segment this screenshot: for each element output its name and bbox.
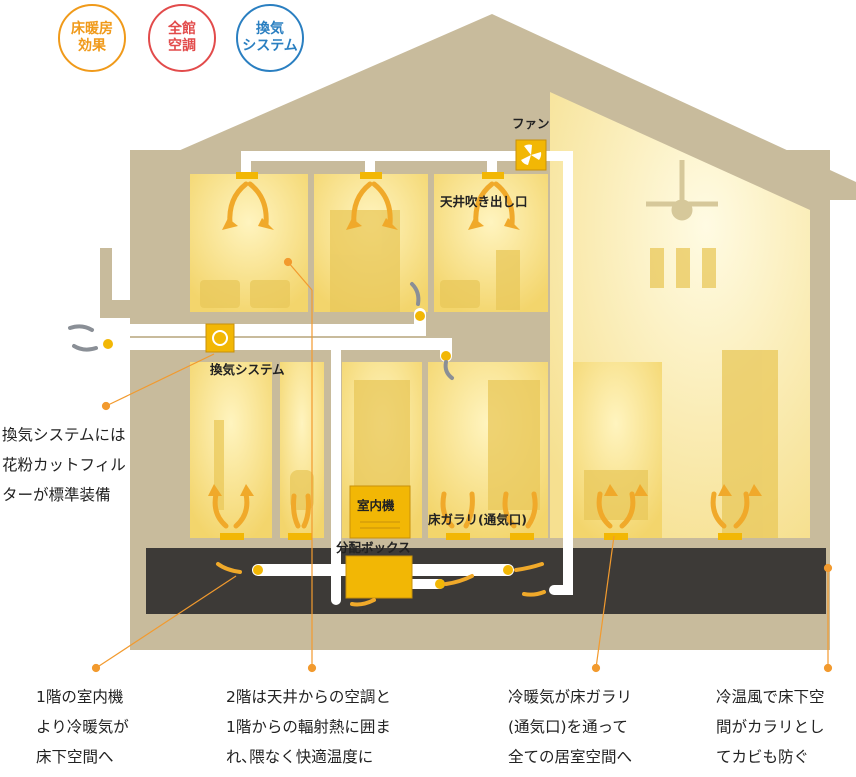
underfloor-arrows [216, 562, 546, 607]
caption-filter-line: ターが標準装備 [2, 486, 111, 504]
balcony-rail [100, 248, 112, 308]
caption-indoor-unit-1f: 1階の室内機 より冷暖気が 床下空間へ [36, 682, 129, 772]
caption-filter: 換気システムには 花粉カットフィル ターが標準装備 [2, 420, 126, 510]
outdoor-air-arrows [68, 282, 454, 380]
ventilation-unit [205, 323, 235, 353]
caption-underfloor: 冷温風で床下空 間がカラリとし てカビも防ぐ [716, 682, 825, 772]
ceiling-fan [646, 160, 718, 221]
caption-floor-vent: 冷暖気が床ガラリ (通気口)を通って 全ての居室空間へ [508, 682, 632, 772]
caption-floor-vent-line: 冷暖気が床ガラリ [508, 688, 633, 706]
caption-underfloor-line: てカビも防ぐ [716, 748, 810, 766]
caption-filter-line: 換気システムには [2, 426, 126, 444]
airflow-arrowheads [208, 218, 762, 496]
badge-ventilation-line2: システム [242, 38, 298, 54]
indoor-unit-grille [360, 521, 400, 529]
caption-underfloor-line: 冷温風で床下空 [716, 688, 825, 706]
label-indoor-unit: 室内機 [357, 498, 395, 513]
badge-floor-heating-line1: 床暖房 [71, 21, 113, 37]
caption-indoor-unit-line: より冷暖気が [36, 718, 129, 736]
caption-indoor-unit-line: 1階の室内機 [36, 688, 124, 706]
foundation-slab [130, 614, 830, 650]
floor-vents [220, 533, 742, 540]
label-ceiling-outlet: 天井吹き出し口 [440, 194, 528, 209]
label-fan: ファン [512, 116, 550, 131]
underfloor-space [146, 548, 826, 614]
caption-second-floor: 2階は天井からの空調と 1階からの輻射熱に囲ま れ､隈なく快適温度に [226, 682, 391, 772]
badge-ventilation-line1: 換気 [256, 21, 284, 37]
caption-filter-line: 花粉カットフィル [2, 456, 126, 474]
label-distribution-box: 分配ボックス [336, 540, 411, 555]
badge-central-ac-line2: 空調 [168, 38, 196, 54]
badge-floor-heating-line2: 効果 [78, 38, 106, 54]
fan-icon [521, 144, 542, 165]
caption-underfloor-line: 間がカラリとし [716, 718, 825, 736]
caption-second-floor-line: 1階からの輻射熱に囲ま [226, 718, 391, 736]
distribution-box [345, 555, 413, 599]
ventilation-unit-icon [212, 330, 228, 346]
caption-floor-vent-line: (通気口)を通って [508, 718, 628, 736]
label-floor-vent: 床ガラリ(通気口) [428, 512, 527, 527]
duct-ends [103, 311, 513, 589]
caption-second-floor-line: れ､隈なく快適温度に [226, 748, 374, 766]
caption-floor-vent-line: 全ての居室空間へ [508, 748, 633, 766]
furniture [200, 210, 778, 538]
badge-central-ac-line1: 全館 [168, 21, 196, 37]
room-1f-toilet [280, 362, 324, 538]
badge-floor-heating: 床暖房 効果 [58, 4, 126, 72]
label-ventilation-system: 換気システム [210, 362, 285, 377]
indoor-unit [349, 485, 411, 539]
room-1f-bath [190, 362, 272, 538]
caption-indoor-unit-line: 床下空間へ [36, 748, 114, 766]
airflow-arrows [212, 181, 750, 529]
caption-second-floor-line: 2階は天井からの空調と [226, 688, 391, 706]
badge-ventilation: 換気 システム [236, 4, 304, 72]
balcony [100, 300, 184, 318]
leader-lines [91, 257, 833, 673]
badge-central-ac: 全館 空調 [148, 4, 216, 72]
ceiling-vents [236, 172, 504, 179]
